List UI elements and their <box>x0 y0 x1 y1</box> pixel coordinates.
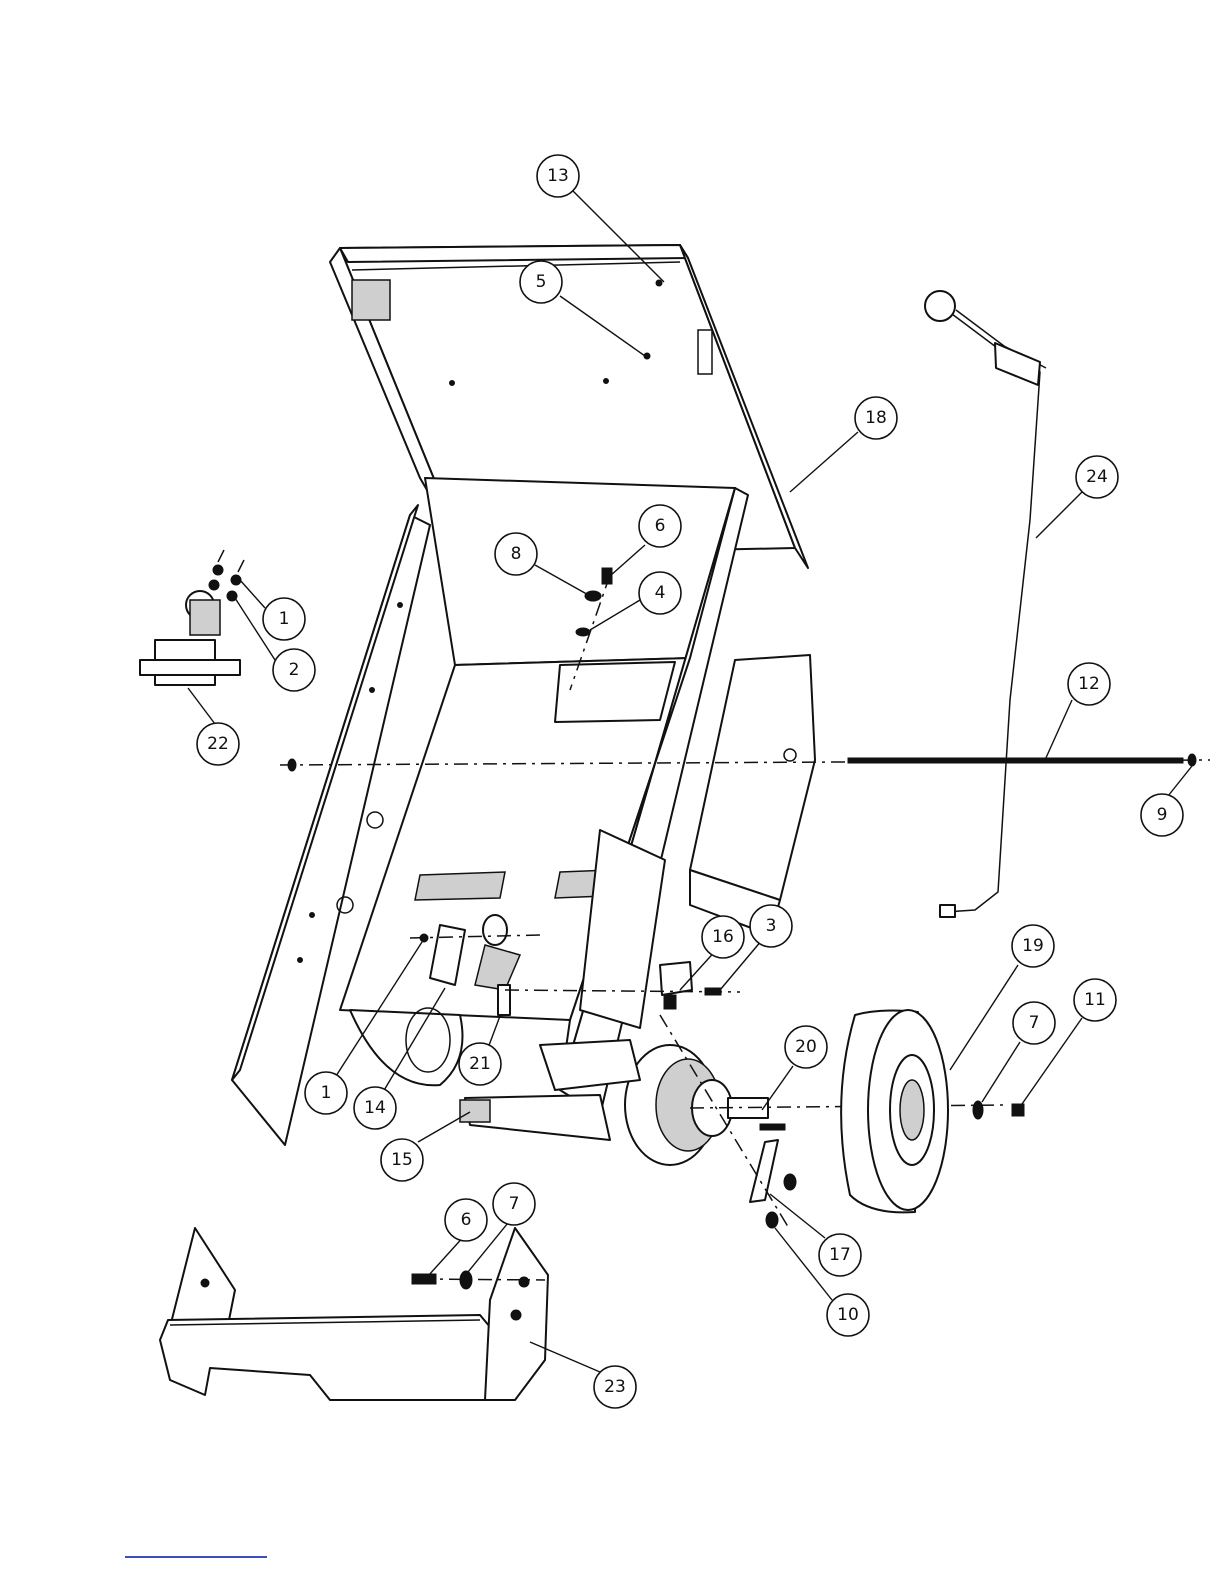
svg-text:2: 2 <box>289 660 300 680</box>
callout-7-right: 7 <box>1013 1002 1055 1044</box>
svg-text:10: 10 <box>837 1305 859 1325</box>
callout-21: 21 <box>459 1043 501 1085</box>
callout-4: 4 <box>639 572 681 614</box>
callout-5: 5 <box>520 261 562 303</box>
svg-text:1: 1 <box>279 609 290 629</box>
svg-text:17: 17 <box>829 1245 851 1265</box>
svg-text:18: 18 <box>865 408 887 428</box>
svg-text:14: 14 <box>364 1098 386 1118</box>
callout-24: 24 <box>1076 456 1118 498</box>
svg-text:9: 9 <box>1157 805 1168 825</box>
callout-3: 3 <box>750 905 792 947</box>
footer-link-underline[interactable] <box>125 1556 267 1558</box>
svg-text:6: 6 <box>461 1210 472 1230</box>
svg-text:16: 16 <box>712 927 734 947</box>
callout-18: 18 <box>855 397 897 439</box>
callout-20: 20 <box>785 1026 827 1068</box>
svg-text:8: 8 <box>511 544 522 564</box>
svg-text:20: 20 <box>795 1037 817 1057</box>
callout-14: 14 <box>354 1087 396 1129</box>
svg-text:1: 1 <box>321 1083 332 1103</box>
handle-rod-part-24 <box>925 291 1046 917</box>
svg-text:11: 11 <box>1084 990 1106 1010</box>
svg-text:23: 23 <box>604 1377 626 1397</box>
svg-text:15: 15 <box>391 1150 413 1170</box>
front-bracket-part-23 <box>160 1228 548 1400</box>
svg-text:4: 4 <box>655 583 666 603</box>
callout-6-lower: 6 <box>445 1199 487 1241</box>
svg-text:12: 12 <box>1078 674 1100 694</box>
callout-8: 8 <box>495 533 537 575</box>
svg-text:6: 6 <box>655 516 666 536</box>
svg-text:21: 21 <box>469 1054 491 1074</box>
svg-text:13: 13 <box>547 166 569 186</box>
svg-text:24: 24 <box>1086 467 1108 487</box>
callout-17: 17 <box>819 1234 861 1276</box>
callout-10: 10 <box>827 1294 869 1336</box>
callout-2: 2 <box>273 649 315 691</box>
callout-13: 13 <box>537 155 579 197</box>
rear-wheel-part-14 <box>350 1008 463 1085</box>
svg-text:22: 22 <box>207 734 229 754</box>
callout-1-upper: 1 <box>263 598 305 640</box>
callout-1-lower: 1 <box>305 1072 347 1114</box>
callout-15: 15 <box>381 1139 423 1181</box>
chassis-frame <box>232 478 815 1145</box>
callout-11: 11 <box>1074 979 1116 1021</box>
svg-text:7: 7 <box>1029 1013 1040 1033</box>
svg-text:5: 5 <box>536 272 547 292</box>
callout-19: 19 <box>1012 925 1054 967</box>
callout-16: 16 <box>702 916 744 958</box>
callout-23: 23 <box>594 1366 636 1408</box>
latch-assembly-part-22 <box>140 550 244 685</box>
callout-22: 22 <box>197 723 239 765</box>
callout-9: 9 <box>1141 794 1183 836</box>
svg-text:7: 7 <box>509 1194 520 1214</box>
svg-text:3: 3 <box>766 916 777 936</box>
callout-7-lower: 7 <box>493 1183 535 1225</box>
callout-12: 12 <box>1068 663 1110 705</box>
front-wheel-part-19 <box>841 1010 1024 1212</box>
svg-text:19: 19 <box>1022 936 1044 956</box>
callout-6-upper: 6 <box>639 505 681 547</box>
